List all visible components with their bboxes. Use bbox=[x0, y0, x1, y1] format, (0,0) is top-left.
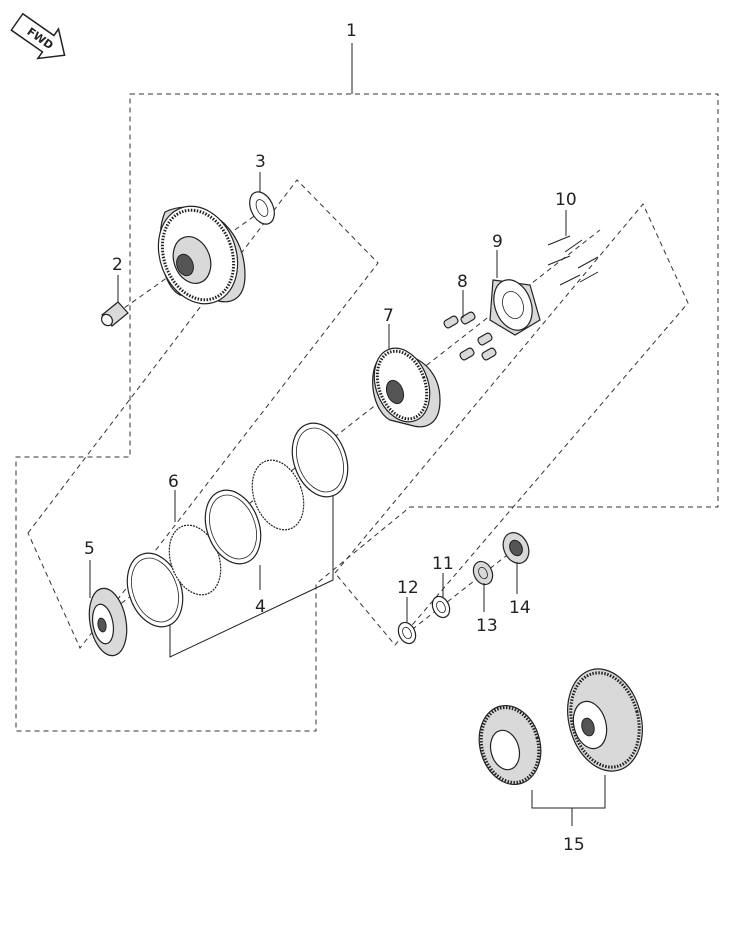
axis-line bbox=[99, 229, 601, 621]
housing-15-part bbox=[567, 668, 643, 772]
clutch-plates-part bbox=[126, 422, 349, 628]
clutch-hub-part bbox=[372, 347, 441, 428]
clutch-housing-part bbox=[157, 205, 246, 305]
callout-6: 6 bbox=[168, 472, 179, 492]
lifter-plate-part bbox=[88, 587, 128, 657]
pressure-plate-part bbox=[489, 279, 541, 336]
callout-14: 14 bbox=[509, 598, 531, 618]
primary-gear-part bbox=[478, 704, 542, 786]
washer-11-part bbox=[431, 595, 451, 619]
nut-13-part bbox=[472, 560, 494, 586]
axis-line bbox=[109, 204, 271, 319]
leader-lines bbox=[89, 43, 606, 826]
callout-12: 12 bbox=[397, 578, 419, 598]
axis-line bbox=[404, 544, 521, 636]
bearing-14-part bbox=[502, 532, 530, 564]
group-1-boundary bbox=[15, 93, 719, 732]
callout-15: 15 bbox=[563, 835, 585, 855]
callout-8: 8 bbox=[457, 272, 468, 292]
callout-2: 2 bbox=[112, 255, 123, 275]
callout-13: 13 bbox=[476, 616, 498, 636]
callout-7: 7 bbox=[383, 306, 394, 326]
fwd-arrow-icon: FWD bbox=[10, 12, 66, 60]
callout-11: 11 bbox=[432, 554, 454, 574]
thrust-washer-part bbox=[249, 191, 275, 225]
housing-subgroup-boundary bbox=[27, 179, 379, 649]
callout-4: 4 bbox=[255, 597, 266, 617]
callout-10: 10 bbox=[555, 190, 577, 210]
clutch-springs-part bbox=[443, 311, 497, 361]
hub-subgroup-boundary bbox=[334, 203, 689, 646]
callout-5: 5 bbox=[84, 539, 95, 559]
washer-12-part bbox=[397, 621, 417, 645]
callout-3: 3 bbox=[255, 152, 266, 172]
pin-part bbox=[100, 301, 129, 327]
callout-1: 1 bbox=[346, 21, 357, 41]
callout-9: 9 bbox=[492, 232, 503, 252]
bolts-part bbox=[547, 235, 599, 286]
